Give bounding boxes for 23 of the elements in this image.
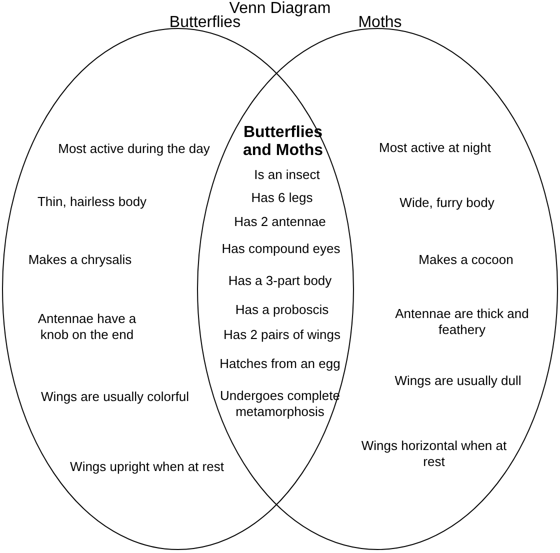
set-item: Has 2 pairs of wings	[223, 327, 341, 343]
set-item: Is an insect	[254, 167, 320, 183]
set-item: Thin, hairless body	[37, 194, 147, 210]
set-item: Has 6 legs	[251, 190, 313, 206]
set-item: Antennae have a knob on the end	[36, 311, 138, 343]
set-item: Has a 3-part body	[228, 273, 332, 289]
set-heading: Moths	[358, 14, 402, 32]
set-item: Wings are usually dull	[394, 373, 522, 389]
set-item: Has 2 antennae	[234, 214, 326, 230]
set-item: Has compound eyes	[222, 241, 340, 257]
set-heading: Butterflies	[169, 14, 241, 32]
set-item: Antennae are thick and feathery	[394, 306, 530, 338]
set-item: Hatches from an egg	[220, 356, 340, 372]
set-item: Most active at night	[379, 140, 491, 156]
set-item: Wings horizontal when at rest	[360, 438, 508, 470]
set-item: Makes a chrysalis	[28, 252, 132, 268]
set-item: Wings are usually colorful	[40, 389, 190, 405]
set-item: Has a proboscis	[235, 302, 329, 318]
set-item: Most active during the day	[58, 141, 210, 157]
diagram-title: Venn Diagram	[229, 0, 331, 17]
set-item: Wide, furry body	[400, 195, 494, 211]
set-item: Wings upright when at rest	[70, 459, 224, 475]
set-item: Makes a cocoon	[418, 252, 514, 268]
